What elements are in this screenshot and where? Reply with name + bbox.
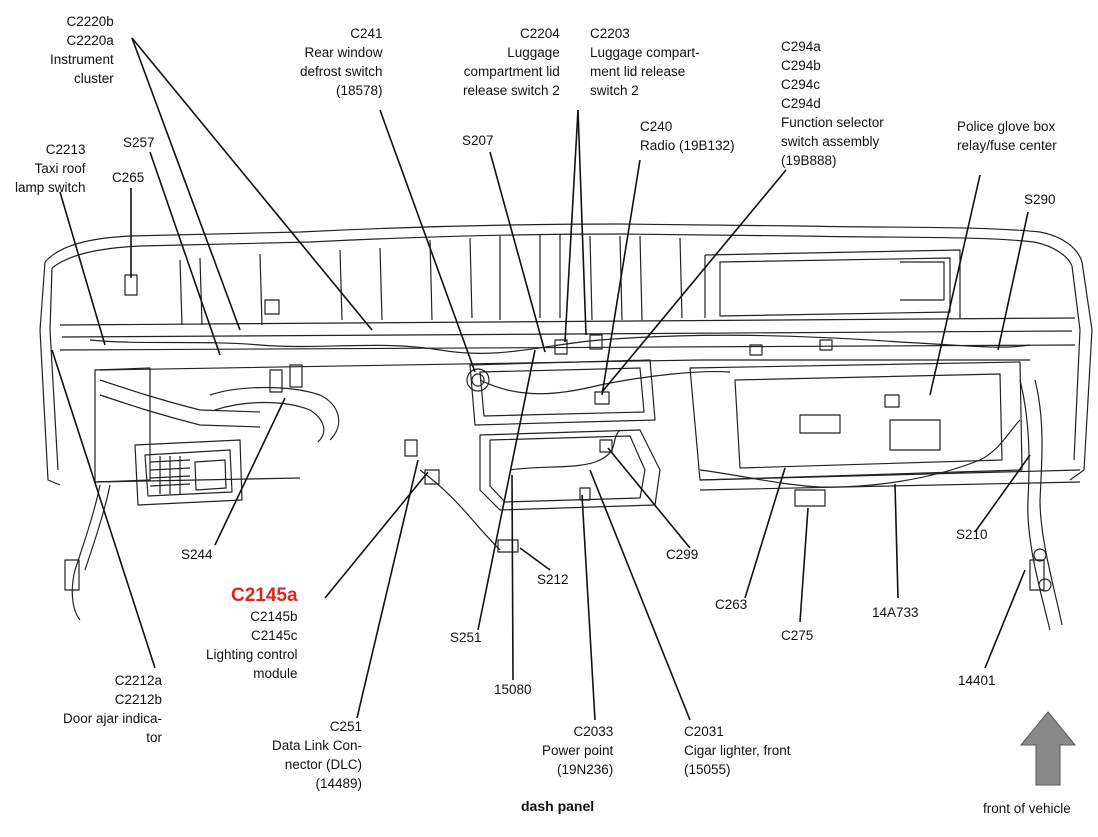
label-15080: 15080 (494, 682, 532, 697)
label-c265: C265 (112, 170, 145, 185)
label-s210: S210 (956, 527, 988, 542)
label-s257: S257 (123, 135, 155, 150)
diagram-caption: dash panel (521, 798, 595, 814)
label-c275: C275 (781, 628, 814, 643)
front-of-vehicle-label: front of vehicle (983, 801, 1071, 816)
label-14a733: 14A733 (872, 605, 919, 620)
label-s207: S207 (462, 133, 494, 148)
label-s290: S290 (1024, 192, 1056, 207)
label-s244: S244 (181, 547, 213, 562)
label-s212: S212 (537, 572, 569, 587)
leader-lines (51, 37, 1031, 721)
label-c299: C299 (666, 547, 699, 562)
front-of-vehicle-arrow-icon (1019, 711, 1077, 786)
label-s251: S251 (450, 630, 482, 645)
label-14401: 14401 (958, 673, 996, 688)
label-c263: C263 (715, 597, 748, 612)
